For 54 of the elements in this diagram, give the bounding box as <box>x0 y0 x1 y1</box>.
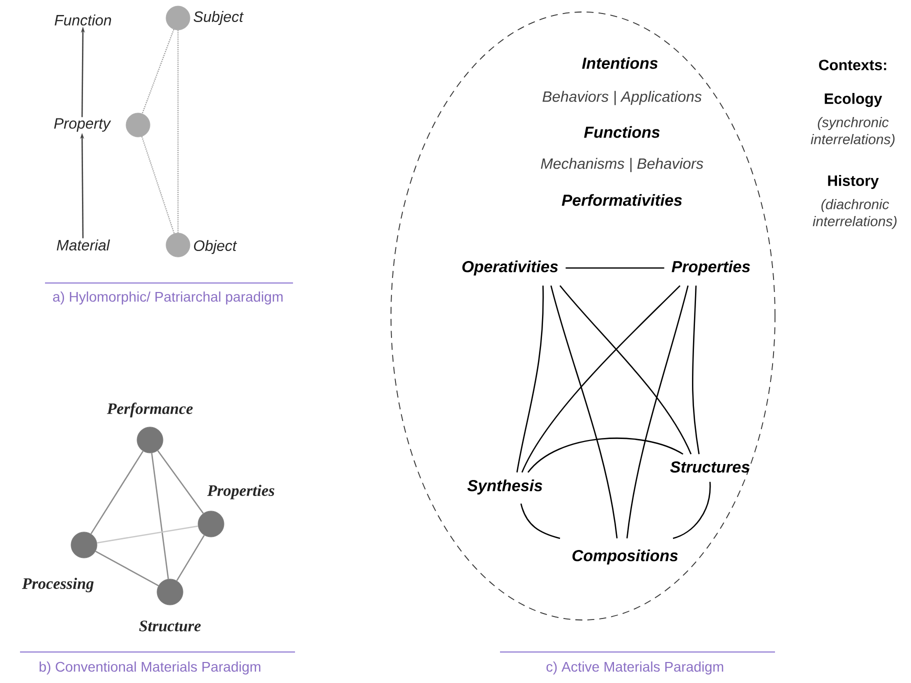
connector-line <box>95 550 159 586</box>
heading-text: Intentions <box>582 57 658 69</box>
node-label: Performance <box>106 402 193 418</box>
connector-line <box>176 534 205 582</box>
heading-text: Contexts: <box>819 60 886 70</box>
node-label: Subject <box>194 11 244 25</box>
panel-caption: a) Hylomorphic/ Patriarchal paradigm <box>53 291 283 305</box>
circle-node <box>198 510 224 538</box>
circle-node <box>156 578 184 606</box>
connector-line <box>520 503 560 539</box>
heading-text: Performativities <box>562 194 682 206</box>
connector-line <box>141 136 175 234</box>
subheading-text: Behaviors | Applications <box>542 90 702 106</box>
circle-node <box>126 112 150 138</box>
connector-line <box>157 450 204 514</box>
connector-line <box>142 29 174 114</box>
connector-line <box>550 285 618 538</box>
circle-node <box>70 532 98 558</box>
connector-line <box>90 450 144 534</box>
panel-caption: c) Active Materials Paradigm <box>546 661 724 675</box>
circle-node <box>136 426 164 454</box>
connector-line <box>151 453 169 579</box>
connector-line <box>177 30 179 233</box>
connector-line <box>528 438 684 473</box>
node-label: Synthesis <box>467 480 542 494</box>
node-label: Function <box>54 14 112 26</box>
connector-line <box>560 285 692 454</box>
circle-node <box>166 6 190 30</box>
connector-line <box>672 482 711 539</box>
node-label: Property <box>54 118 112 132</box>
subheading-text: Mechanisms | Behaviors <box>540 158 704 172</box>
dashed-ellipse <box>390 12 776 620</box>
circle-node <box>166 232 190 258</box>
node-label: Material <box>56 240 110 250</box>
connector-line <box>521 285 680 473</box>
node-label: Object <box>194 240 238 254</box>
node-label: Properties <box>672 260 750 276</box>
heading-text: Ecology <box>824 92 882 108</box>
connector-line <box>566 267 664 269</box>
node-label: Structure <box>139 620 201 632</box>
note-text: (synchronic interrelations) <box>810 116 895 148</box>
heading-text: Functions <box>584 126 660 138</box>
node-label: Structures <box>670 461 750 473</box>
connector-line <box>516 286 544 472</box>
heading-text: History <box>828 175 879 189</box>
node-label: Processing <box>22 578 94 592</box>
node-label: Operativities <box>462 260 558 276</box>
panel-caption: b) Conventional Materials Paradigm <box>40 661 260 675</box>
connector-line <box>626 286 689 538</box>
node-label: Properties <box>207 484 274 500</box>
note-text: (diachronic interrelations) <box>812 198 897 230</box>
connector-line <box>692 286 700 454</box>
node-label: Compositions <box>572 550 678 564</box>
connector-line <box>96 526 198 544</box>
